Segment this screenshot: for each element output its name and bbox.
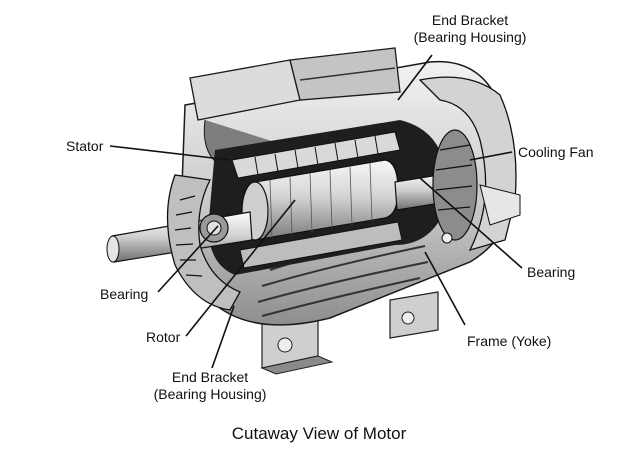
label-end-bracket-top-line1: End Bracket bbox=[431, 12, 509, 28]
leader-bearing-left bbox=[157, 225, 219, 293]
leader-end-bracket-top bbox=[397, 54, 433, 101]
label-stator: Stator bbox=[66, 138, 104, 154]
label-rotor: Rotor bbox=[146, 329, 181, 345]
leader-rotor bbox=[185, 199, 296, 337]
leader-bearing-right bbox=[419, 177, 523, 269]
leader-end-bracket-bottom bbox=[211, 305, 235, 369]
label-end-bracket-top-line2: (Bearing Housing) bbox=[413, 29, 527, 45]
label-bearing-left: Bearing bbox=[100, 286, 149, 302]
leader-frame bbox=[424, 251, 466, 326]
label-end-bracket-bottom-line1: End Bracket bbox=[171, 369, 249, 385]
front-end-bracket bbox=[166, 174, 241, 311]
label-bearing-right: Bearing bbox=[527, 264, 576, 280]
leader-lines bbox=[109, 54, 523, 369]
label-end-bracket-bottom-line2: (Bearing Housing) bbox=[153, 386, 267, 402]
leader-stator bbox=[109, 145, 231, 161]
label-end-bracket-bottom: End Bracket (Bearing Housing) bbox=[140, 369, 280, 403]
label-cooling-fan: Cooling Fan bbox=[518, 144, 594, 160]
label-frame: Frame (Yoke) bbox=[467, 333, 552, 349]
figure-caption: Cutaway View of Motor bbox=[231, 424, 407, 443]
leader-cooling-fan bbox=[469, 151, 513, 161]
rear-end-bracket bbox=[418, 76, 521, 252]
label-end-bracket-top: End Bracket (Bearing Housing) bbox=[400, 12, 540, 46]
